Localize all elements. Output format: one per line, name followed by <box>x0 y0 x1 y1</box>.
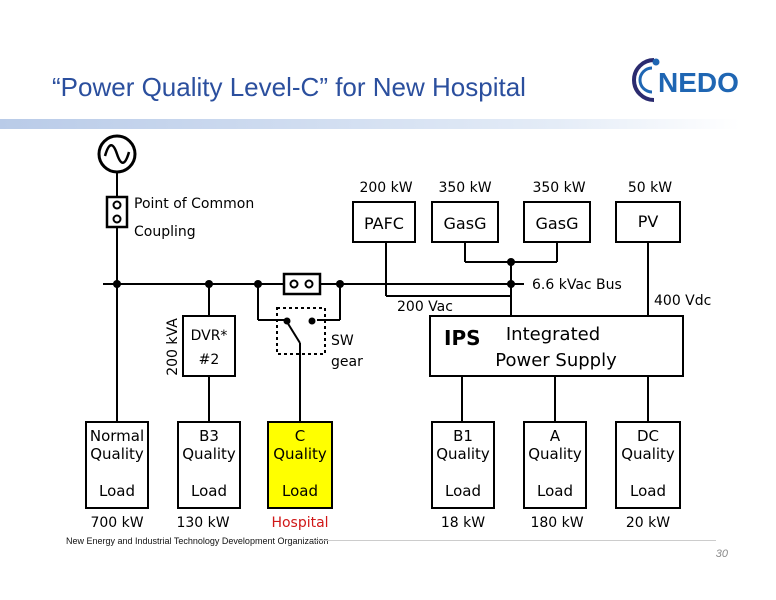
logo-arc-icon <box>632 58 655 102</box>
junction-dot <box>205 280 213 288</box>
load-a-line3: Load <box>537 482 573 500</box>
source-gasg-1-label: GasG <box>444 214 487 233</box>
load-b1-line1: B1 <box>453 427 473 445</box>
slide-title: “Power Quality Level-C” for New Hospital <box>52 72 526 102</box>
sw-contact-dot <box>308 317 316 325</box>
ips-abbr: IPS <box>444 326 481 350</box>
source-gasg-2-label: GasG <box>536 214 579 233</box>
source-pafc-label: PAFC <box>364 214 404 233</box>
load-a-line1: A <box>550 427 561 445</box>
dvr-box <box>182 315 236 377</box>
junctions <box>113 258 515 325</box>
load-c: C Quality Load Hospital <box>267 421 333 531</box>
footer-organization: New Energy and Industrial Technology Dev… <box>66 536 329 546</box>
junction-dot <box>336 280 344 288</box>
sw-pivot-dot <box>283 317 291 325</box>
load-b3-line1: B3 <box>199 427 219 445</box>
ac-label: 200 Vac <box>397 299 453 315</box>
load-b1-line2: Quality <box>436 445 490 463</box>
source-pv-label: PV <box>638 212 659 231</box>
logo-arc-inner-icon <box>638 66 653 94</box>
load-normal-line3: Load <box>99 482 135 500</box>
load-normal-rating: 700 kW <box>90 515 143 531</box>
title-divider <box>0 119 740 129</box>
load-normal: Normal Quality Load 700 kW <box>85 421 149 531</box>
nedo-logo: NEDO <box>632 58 739 102</box>
source-pafc: PAFC 200 kW <box>352 180 416 243</box>
footer-divider <box>312 540 716 541</box>
source-gasg-1-rating: 350 kW <box>438 180 491 196</box>
junction-dot <box>254 280 262 288</box>
bus-label: 6.6 kVac Bus <box>532 277 622 293</box>
logo-dot-icon <box>652 58 660 66</box>
sw-blade <box>286 321 301 344</box>
load-a: A Quality Load 180 kW <box>523 421 587 531</box>
pcc-label-line2: Coupling <box>134 224 196 240</box>
junction-dot <box>113 280 121 288</box>
pcc-label-line1: Point of Common <box>134 196 254 212</box>
switchgear-label-line2: gear <box>331 354 363 370</box>
load-c-line3: Load <box>282 482 318 500</box>
ips-label-line2: Power Supply <box>495 350 617 371</box>
source-gasg-1: GasG 350 kW <box>431 180 499 243</box>
source-gasg-2-rating: 350 kW <box>532 180 585 196</box>
load-c-rating: Hospital <box>271 515 328 531</box>
junction-dot <box>507 280 515 288</box>
bus-tie-breaker-icon <box>282 272 322 296</box>
dvr-label-line2: #2 <box>199 352 220 368</box>
source-pv-rating: 50 kW <box>628 180 672 196</box>
load-normal-line1: Normal <box>90 427 144 445</box>
load-a-rating: 180 kW <box>530 515 583 531</box>
load-b3-line3: Load <box>191 482 227 500</box>
load-a-line2: Quality <box>528 445 582 463</box>
pcc-breaker-icon <box>105 195 129 229</box>
load-dc-rating: 20 kW <box>626 515 670 531</box>
load-b1-line3: Load <box>445 482 481 500</box>
load-b3-line2: Quality <box>182 445 236 463</box>
source-pafc-rating: 200 kW <box>359 180 412 196</box>
dvr-label-line1: DVR* <box>191 328 228 344</box>
dvr-rating: 200 kVA <box>165 318 181 376</box>
load-b1-rating: 18 kW <box>441 515 485 531</box>
load-normal-line2: Quality <box>90 445 144 463</box>
load-dc-line3: Load <box>630 482 666 500</box>
junction-dot <box>507 258 515 266</box>
load-dc-line2: Quality <box>621 445 675 463</box>
ips-box <box>429 315 684 377</box>
switchgear-label-line1: SW <box>331 333 354 349</box>
source-gasg-2: GasG 350 kW <box>523 180 591 243</box>
page-number: 30 <box>715 548 728 560</box>
source-pv: PV 50 kW <box>615 180 681 243</box>
load-b1: B1 Quality Load 18 kW <box>431 421 495 531</box>
ac-source-icon <box>97 134 137 174</box>
load-c-line2: Quality <box>273 445 327 463</box>
load-b3: B3 Quality Load 130 kW <box>176 421 241 531</box>
load-c-line1: C <box>295 427 305 445</box>
dc-label: 400 Vdc <box>654 293 711 309</box>
load-dc: DC Quality Load 20 kW <box>615 421 681 531</box>
load-b3-rating: 130 kW <box>176 515 229 531</box>
switchgear-box <box>276 307 326 355</box>
ips-label-line1: Integrated <box>506 324 600 345</box>
load-dc-line1: DC <box>637 427 659 445</box>
logo-text: NEDO <box>658 67 739 98</box>
